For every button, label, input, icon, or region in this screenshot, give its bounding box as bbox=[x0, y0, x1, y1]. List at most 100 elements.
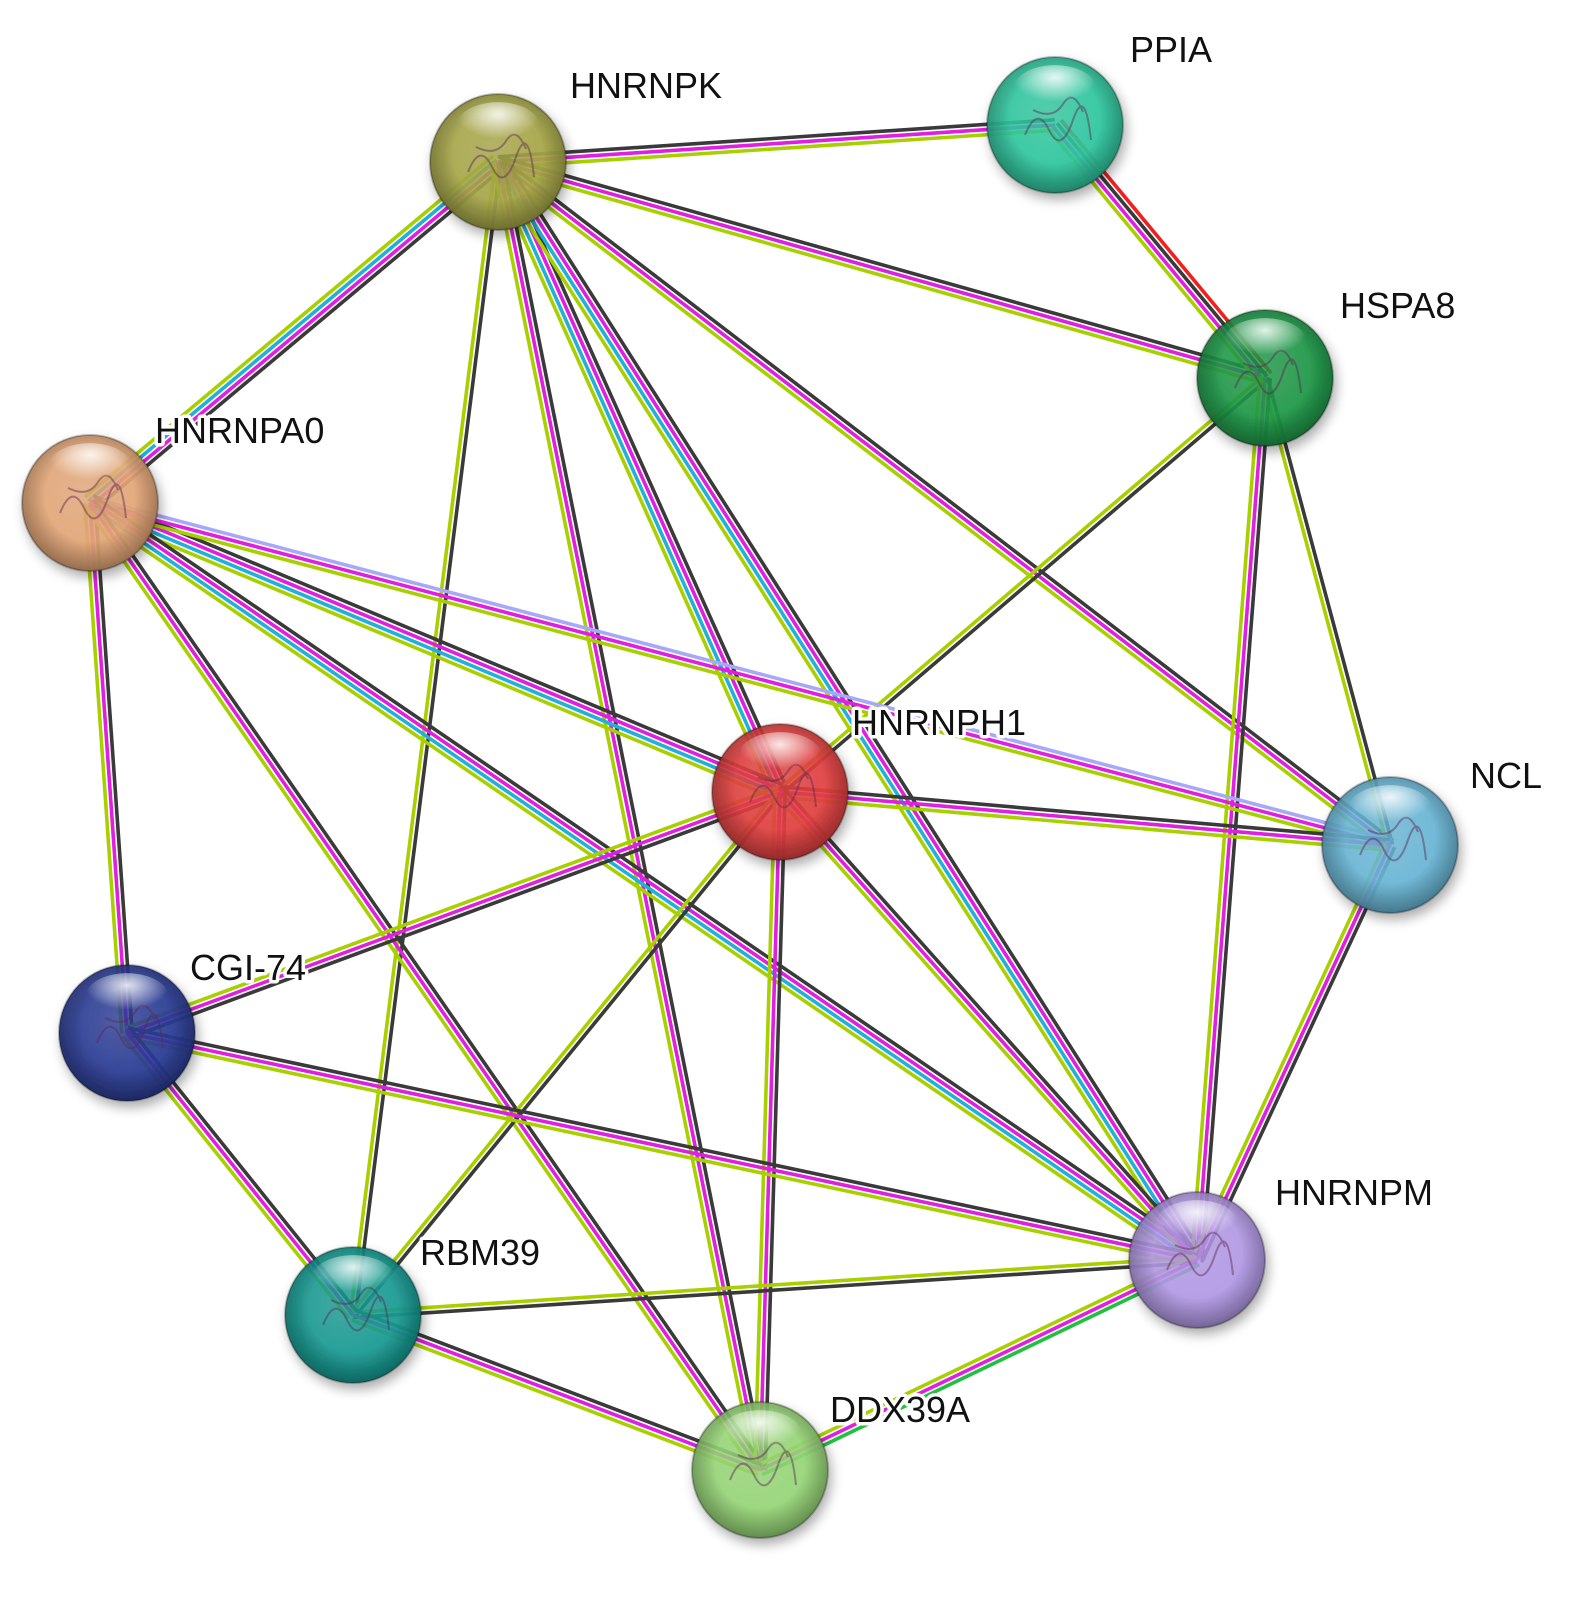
edge-line-green bbox=[756, 1253, 1196, 1467]
node-label-RBM39: RBM39 bbox=[420, 1232, 540, 1273]
edge-line-magenta bbox=[1195, 844, 1392, 1261]
edge-line-cyan bbox=[87, 158, 498, 503]
edge-line-magenta bbox=[90, 162, 501, 507]
edge-line-black bbox=[497, 118, 1055, 159]
edge-line-green bbox=[496, 165, 1265, 385]
edge-line-green bbox=[86, 508, 778, 801]
edge-line-magenta bbox=[497, 123, 1056, 164]
edge-line-black bbox=[128, 795, 783, 1040]
edge-HNRNPA0-NCL bbox=[88, 496, 1392, 852]
edge-line-green bbox=[125, 1036, 1197, 1267]
edge-line-green bbox=[352, 1255, 1197, 1315]
edge-line-magenta bbox=[759, 1258, 1198, 1472]
labels-layer: HNRNPKPPIAHSPA8HNRNPA0HNRNPH1NCLCGI-74HN… bbox=[152, 26, 1546, 1434]
node-highlight bbox=[84, 973, 170, 1023]
node-highlight bbox=[1012, 65, 1098, 115]
node-highlight bbox=[737, 732, 823, 782]
edge-line-black bbox=[1200, 378, 1272, 1261]
node-label-HNRNPK: HNRNPK bbox=[570, 65, 722, 106]
edge-line-magenta bbox=[758, 791, 782, 1471]
edge-line-magenta bbox=[778, 790, 1199, 1262]
node-RBM39[interactable] bbox=[284, 1246, 422, 1384]
edge-line-black bbox=[92, 498, 766, 1469]
edge-line-magenta bbox=[90, 499, 1200, 1260]
edge-HNRNPK-DDX39A bbox=[491, 160, 767, 1472]
edge-line-black bbox=[503, 156, 1206, 1257]
edge-line-black bbox=[782, 787, 1203, 1258]
edge-line-green bbox=[88, 506, 1390, 852]
node-HSPA8[interactable] bbox=[1196, 309, 1334, 447]
edge-HNRNPK-PPIA bbox=[497, 118, 1056, 169]
edge-line-black bbox=[1265, 376, 1395, 845]
nodes-layer bbox=[21, 56, 1459, 1539]
edge-line-green bbox=[84, 504, 758, 1475]
node-label-HNRNPH1: HNRNPH1 bbox=[852, 702, 1026, 743]
edge-line-cyan bbox=[87, 503, 1197, 1264]
node-highlight bbox=[455, 102, 541, 152]
edge-HNRNPH1-CGI-74 bbox=[124, 785, 783, 1040]
edge-HNRNPH1-NCL bbox=[779, 785, 1391, 852]
edge-line-green bbox=[83, 503, 124, 1034]
edge-line-magenta bbox=[498, 160, 785, 792]
edge-line-magenta bbox=[126, 790, 781, 1035]
edge-line-green bbox=[498, 128, 1056, 169]
node-DDX39A[interactable] bbox=[691, 1401, 829, 1539]
edge-HNRNPH1-HNRNPM bbox=[774, 787, 1203, 1265]
edge-HNRNPA0-HNRNPH1 bbox=[86, 494, 784, 801]
node-HNRNPM[interactable] bbox=[1128, 1191, 1266, 1329]
node-highlight bbox=[1154, 1200, 1240, 1250]
edge-HNRNPK-NCL bbox=[493, 156, 1395, 851]
edge-HNRNPK-HSPA8 bbox=[496, 155, 1267, 385]
node-label-NCL: NCL bbox=[1470, 755, 1542, 796]
edge-line-green bbox=[489, 164, 775, 796]
edge-line-magenta bbox=[88, 502, 129, 1034]
edge-HNRNPK-HNRNPM bbox=[489, 156, 1206, 1266]
edges-layer bbox=[83, 118, 1397, 1477]
node-NCL[interactable] bbox=[1321, 776, 1459, 914]
node-HNRNPA0[interactable] bbox=[21, 434, 159, 572]
edge-line-black bbox=[127, 1026, 1199, 1257]
edge-line-black bbox=[93, 166, 505, 511]
node-highlight bbox=[1347, 785, 1433, 835]
edge-line-green bbox=[84, 507, 1194, 1268]
edge-line-cyan bbox=[493, 162, 780, 794]
edge-line-green bbox=[83, 154, 495, 499]
edge-line-green bbox=[350, 1318, 759, 1477]
edge-line-magenta bbox=[779, 790, 1391, 847]
edge-line-magenta bbox=[89, 501, 1391, 847]
node-label-CGI-74: CGI-74 bbox=[190, 947, 306, 988]
edge-HSPA8-HNRNPM bbox=[1190, 377, 1272, 1261]
edge-line-magenta bbox=[88, 501, 762, 1472]
edge-line-green bbox=[489, 165, 1192, 1266]
edge-line-green bbox=[777, 374, 1265, 792]
edge-HSPA8-NCL bbox=[1260, 376, 1395, 847]
edge-NCL-HNRNPM bbox=[1190, 842, 1397, 1263]
node-HNRNPK[interactable] bbox=[429, 93, 567, 231]
edge-HNRNPM-DDX39A bbox=[756, 1253, 1201, 1477]
edge-line-black bbox=[501, 160, 767, 1470]
node-label-HNRNPM: HNRNPM bbox=[1275, 1172, 1433, 1213]
edge-line-green bbox=[124, 785, 779, 1030]
edge-line-black bbox=[92, 494, 784, 787]
edge-HNRNPM-RBM39 bbox=[352, 1255, 1198, 1320]
edge-line-green bbox=[779, 795, 1390, 852]
edge-line-green bbox=[1190, 377, 1262, 1260]
edge-line-black bbox=[93, 495, 1203, 1256]
node-CGI-74[interactable] bbox=[58, 964, 196, 1102]
edge-line-green bbox=[1260, 378, 1390, 847]
node-highlight bbox=[47, 443, 133, 493]
edge-line-magenta bbox=[1195, 377, 1267, 1261]
edge-line-black bbox=[353, 792, 784, 1318]
edge-line-green bbox=[774, 794, 1195, 1265]
edge-HNRNPH1-DDX39A bbox=[753, 791, 787, 1471]
node-label-DDX39A: DDX39A bbox=[830, 1389, 970, 1430]
edge-HNRNPK-HNRNPA0 bbox=[83, 154, 505, 511]
node-highlight bbox=[310, 1255, 396, 1305]
node-HNRNPH1[interactable] bbox=[711, 723, 849, 861]
edge-line-black bbox=[1200, 846, 1397, 1263]
node-label-HNRNPA0: HNRNPA0 bbox=[155, 410, 324, 451]
edge-line-black bbox=[763, 792, 787, 1471]
edge-HNRNPA0-CGI-74 bbox=[83, 502, 134, 1034]
node-PPIA[interactable] bbox=[986, 56, 1124, 194]
